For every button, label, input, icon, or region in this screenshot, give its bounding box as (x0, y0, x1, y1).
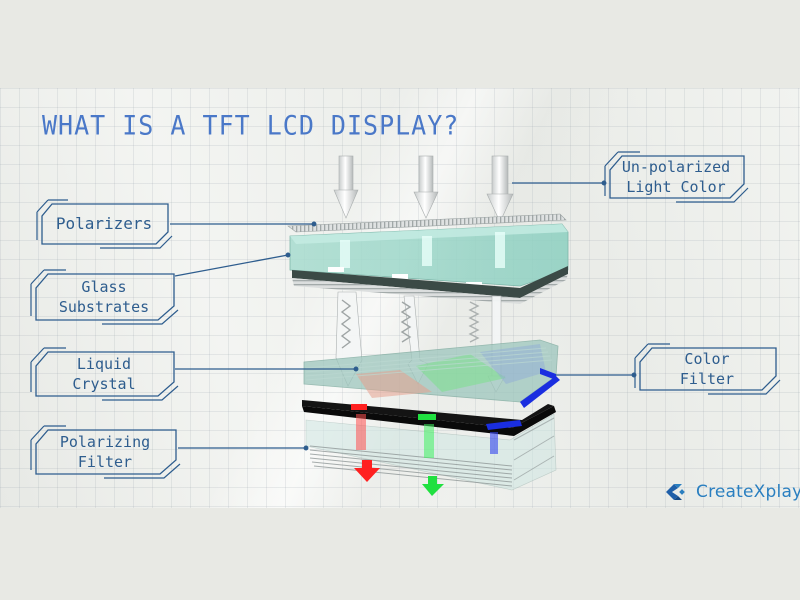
diagram-canvas (0, 88, 800, 508)
diagram-title: WHAT IS A TFT LCD DISPLAY? (42, 110, 460, 141)
brand-logo: CreateXplay (664, 480, 800, 504)
label-polarizers: Polarizers (36, 199, 173, 249)
green-output-arrow (422, 476, 444, 496)
label-glass-substrates: Glass Substrates (30, 269, 179, 325)
label-unpolarized-light-color: Un-polarized Light Color (604, 151, 749, 203)
label-frame-icon (30, 425, 181, 479)
label-frame-icon (30, 269, 179, 325)
red-output-arrow (354, 460, 380, 482)
top-polarizer (287, 213, 567, 233)
createxplay-logo-icon (666, 484, 685, 500)
label-frame-icon (30, 347, 179, 401)
brand-name: CreateXplay (696, 482, 800, 502)
label-frame-icon (604, 151, 749, 203)
label-liquid-crystal: Liquid Crystal (30, 347, 179, 401)
label-frame-icon (36, 199, 173, 249)
incoming-light-arrows (333, 155, 514, 223)
label-frame-icon (634, 343, 781, 395)
label-polarizing-filter: Polarizing Filter (30, 425, 181, 479)
label-color-filter: Color Filter (634, 343, 781, 395)
